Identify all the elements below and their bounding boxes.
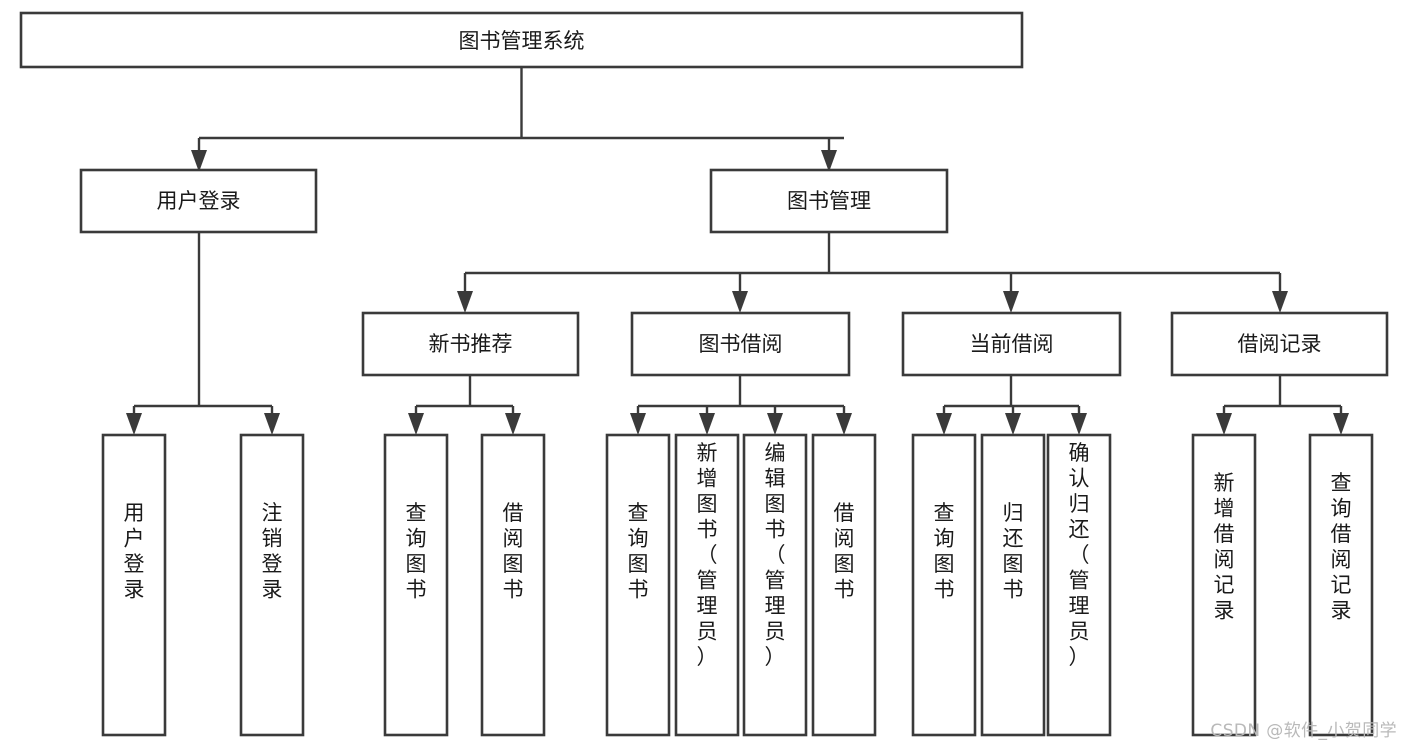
arrow-bm-to-book-borrow xyxy=(732,291,748,313)
node-leaf-user-login-box[interactable] xyxy=(101,433,167,737)
node-leaf-return-book-box[interactable] xyxy=(980,433,1046,737)
node-leaf-return-book-label: 归还图书 xyxy=(1003,501,1024,602)
arrow-book-borrow-to-leaf-1 xyxy=(630,413,646,435)
node-book-borrow[interactable]: 图书借阅 xyxy=(630,311,851,377)
node-leaf-add-book-label: 新增图书（管理员） xyxy=(697,441,718,669)
node-leaf-add-book-box[interactable] xyxy=(674,433,740,737)
node-leaf-query-book-1[interactable]: 查询图书 xyxy=(383,433,449,737)
node-user-login-label: 用户登录 xyxy=(157,189,241,213)
node-leaf-query-book-1-box[interactable] xyxy=(383,433,449,737)
node-leaf-query-book-3-label: 查询图书 xyxy=(934,501,955,602)
arrow-book-borrow-to-leaf-4 xyxy=(836,413,852,435)
node-leaf-borrow-book-2-label: 借阅图书 xyxy=(834,501,855,602)
node-current-borrow[interactable]: 当前借阅 xyxy=(901,311,1122,377)
node-book-borrow-box[interactable] xyxy=(630,311,851,377)
arrow-root-to-user-login xyxy=(191,150,207,172)
node-user-login-box[interactable] xyxy=(79,168,318,234)
arrow-root-to-book-management xyxy=(821,150,837,172)
node-leaf-confirm-return[interactable]: 确认归还（管理员） xyxy=(1046,433,1112,737)
edges-layer xyxy=(126,67,1349,435)
node-root[interactable]: 图书管理系统 xyxy=(19,11,1024,69)
node-leaf-user-logout-box[interactable] xyxy=(239,433,305,737)
node-leaf-query-record-box[interactable] xyxy=(1308,433,1374,737)
node-book-management-label: 图书管理 xyxy=(787,189,871,213)
node-leaf-query-book-1-label: 查询图书 xyxy=(406,501,427,602)
node-leaf-edit-book-label: 编辑图书（管理员） xyxy=(765,441,786,669)
arrow-book-borrow-to-leaf-3 xyxy=(767,413,783,435)
arrow-current-borrow-to-leaf-1 xyxy=(936,413,952,435)
arrow-bm-to-new-book xyxy=(457,291,473,313)
node-leaf-query-record-label: 查询借阅记录 xyxy=(1331,471,1352,623)
node-user-login[interactable]: 用户登录 xyxy=(79,168,318,234)
node-leaf-borrow-book-2[interactable]: 借阅图书 xyxy=(811,433,877,737)
node-leaf-query-book-2-box[interactable] xyxy=(605,433,671,737)
node-leaf-confirm-return-box[interactable] xyxy=(1046,433,1112,737)
node-current-borrow-label: 当前借阅 xyxy=(970,332,1054,356)
arrow-borrow-record-to-leaf-1 xyxy=(1216,413,1232,435)
node-leaf-query-book-3-box[interactable] xyxy=(911,433,977,737)
node-leaf-user-logout[interactable]: 注销登录 xyxy=(239,433,305,737)
node-book-management[interactable]: 图书管理 xyxy=(709,168,949,234)
arrow-current-borrow-to-leaf-2 xyxy=(1005,413,1021,435)
arrow-book-borrow-to-leaf-2 xyxy=(699,413,715,435)
node-borrow-record[interactable]: 借阅记录 xyxy=(1170,311,1389,377)
node-book-borrow-label: 图书借阅 xyxy=(699,332,783,356)
node-borrow-record-label: 借阅记录 xyxy=(1238,332,1322,356)
arrow-user-login-to-leaf-2 xyxy=(264,413,280,435)
node-leaf-borrow-book-1-label: 借阅图书 xyxy=(503,501,524,602)
node-leaf-user-logout-label: 注销登录 xyxy=(262,501,283,602)
arrow-new-book-to-leaf-1 xyxy=(408,413,424,435)
node-leaf-add-record[interactable]: 新增借阅记录 xyxy=(1191,433,1257,737)
node-leaf-edit-book-box[interactable] xyxy=(742,433,808,737)
node-leaf-add-record-label: 新增借阅记录 xyxy=(1214,471,1235,623)
node-leaf-confirm-return-label: 确认归还（管理员） xyxy=(1069,441,1090,669)
arrow-bm-to-current-borrow xyxy=(1003,291,1019,313)
node-borrow-record-box[interactable] xyxy=(1170,311,1389,377)
arrow-current-borrow-to-leaf-3 xyxy=(1071,413,1087,435)
node-leaf-user-login-label: 用户登录 xyxy=(124,501,145,602)
node-root-box[interactable] xyxy=(19,11,1024,69)
node-book-management-box[interactable] xyxy=(709,168,949,234)
node-leaf-edit-book[interactable]: 编辑图书（管理员） xyxy=(742,433,808,737)
arrow-bm-to-borrow-record xyxy=(1272,291,1288,313)
arrow-new-book-to-leaf-2 xyxy=(505,413,521,435)
node-leaf-query-book-3[interactable]: 查询图书 xyxy=(911,433,977,737)
node-current-borrow-box[interactable] xyxy=(901,311,1122,377)
node-leaf-user-login[interactable]: 用户登录 xyxy=(101,433,167,737)
arrow-user-login-to-leaf-1 xyxy=(126,413,142,435)
node-leaf-query-book-2-label: 查询图书 xyxy=(628,501,649,602)
node-leaf-query-book-2[interactable]: 查询图书 xyxy=(605,433,671,737)
arrow-borrow-record-to-leaf-2 xyxy=(1333,413,1349,435)
node-leaf-add-book[interactable]: 新增图书（管理员） xyxy=(674,433,740,737)
node-new-book-recommend[interactable]: 新书推荐 xyxy=(361,311,580,377)
node-new-book-recommend-label: 新书推荐 xyxy=(429,332,513,356)
node-leaf-borrow-book-1-box[interactable] xyxy=(480,433,546,737)
node-leaf-query-record[interactable]: 查询借阅记录 xyxy=(1308,433,1374,737)
node-new-book-recommend-box[interactable] xyxy=(361,311,580,377)
node-root-label: 图书管理系统 xyxy=(459,29,585,53)
node-leaf-add-record-box[interactable] xyxy=(1191,433,1257,737)
node-leaf-borrow-book-1[interactable]: 借阅图书 xyxy=(480,433,546,737)
csdn-watermark: CSDN @软件_小贺同学 xyxy=(1210,721,1397,741)
node-leaf-borrow-book-2-box[interactable] xyxy=(811,433,877,737)
node-leaf-return-book[interactable]: 归还图书 xyxy=(980,433,1046,737)
